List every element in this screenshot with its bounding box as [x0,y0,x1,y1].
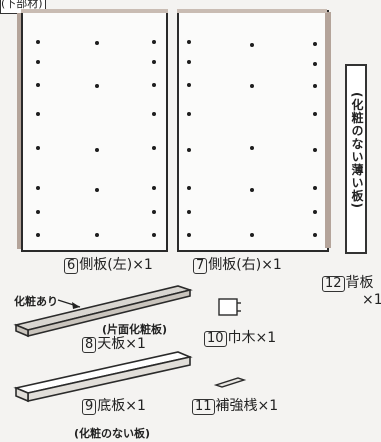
part-number-11: 11 [192,399,215,415]
part-name-9: 底板×1 [97,398,146,414]
finish-note: 化粧あり [14,295,58,308]
bottom-board [13,351,193,403]
part-qty-12: ×1 [362,292,381,308]
part-number-9: 9 [82,399,97,415]
part-number-8: 8 [82,337,97,353]
part-name-6: 側板(左)×1 [79,257,153,273]
back-board-note: (化粧のない薄い板) [350,92,364,209]
part-number-10: 10 [204,331,227,347]
top-board-note: (片面化粧板) [102,323,168,336]
part-name-7: 側板(右)×1 [208,257,282,273]
part-name-11: 補強桟×1 [215,398,279,414]
part-name-10: 巾木×1 [227,330,277,346]
baseboard-part [218,298,241,316]
part-number-7: 7 [193,258,208,274]
back-board [345,64,367,254]
reinforcement-bar-part [213,377,247,388]
section-header-label: (下部材) [1,0,43,10]
part-number-6: 6 [64,258,79,274]
bottom-board-note: (化粧のない板) [74,427,151,440]
part-name-12: 背板 [345,275,374,291]
part-number-12: 12 [322,276,345,292]
part-name-8: 天板×1 [97,336,146,352]
top-board [13,285,193,338]
